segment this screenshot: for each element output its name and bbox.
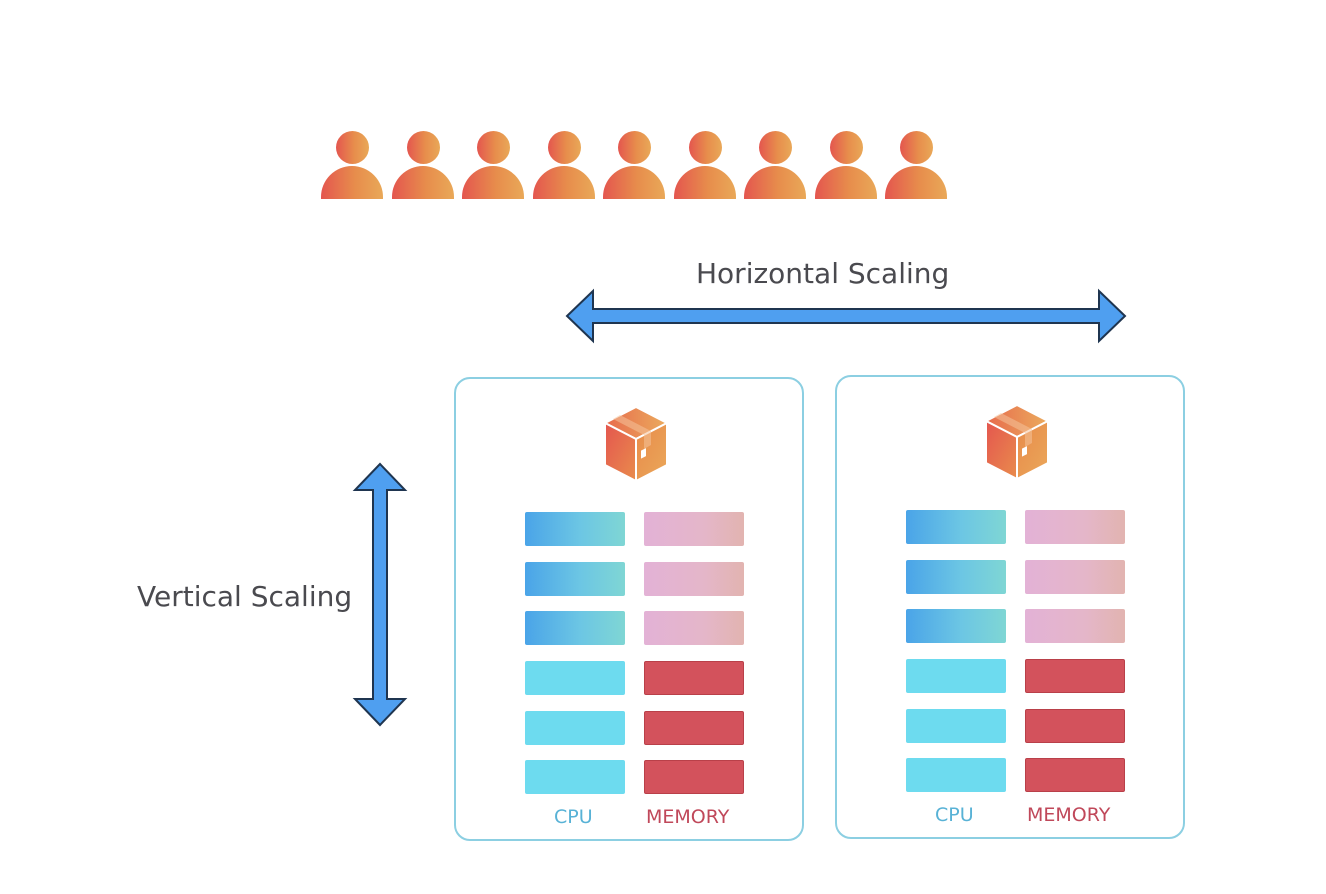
memory-block (1025, 609, 1125, 643)
person-icon (744, 131, 806, 199)
vertical-scaling-label: Vertical Scaling (137, 580, 353, 613)
cpu-block (525, 711, 625, 745)
package-icon (984, 403, 1050, 481)
horizontal-scaling-label: Horizontal Scaling (696, 257, 950, 290)
cpu-block (525, 562, 625, 596)
memory-block (644, 711, 744, 745)
memory-block (644, 611, 744, 645)
cpu-block (525, 512, 625, 546)
cpu-block (906, 609, 1006, 643)
person-icon (603, 131, 665, 199)
memory-block (1025, 758, 1125, 792)
memory-block (644, 661, 744, 695)
person-icon (885, 131, 947, 199)
container-node-2: CPU MEMORY (835, 375, 1185, 839)
person-icon (391, 131, 454, 199)
memory-label: MEMORY (1027, 804, 1111, 826)
person-icon (673, 131, 736, 199)
vertical-arrow-icon (352, 462, 408, 727)
cpu-label: CPU (554, 806, 593, 828)
cpu-label: CPU (935, 804, 974, 826)
memory-block (644, 512, 744, 546)
cpu-block (906, 659, 1006, 693)
memory-block (644, 562, 744, 596)
person-icon (814, 131, 877, 199)
memory-block (1025, 560, 1125, 594)
cpu-block (525, 661, 625, 695)
cpu-block (525, 760, 625, 794)
users-row (321, 131, 947, 199)
cpu-block (906, 709, 1006, 743)
person-icon (321, 131, 383, 199)
cpu-block (906, 510, 1006, 544)
cpu-block (906, 560, 1006, 594)
person-icon (532, 131, 595, 199)
memory-label: MEMORY (646, 806, 730, 828)
memory-block (1025, 709, 1125, 743)
person-icon (462, 131, 524, 199)
package-icon (603, 405, 669, 483)
cpu-block (906, 758, 1006, 792)
memory-block (1025, 510, 1125, 544)
horizontal-arrow-icon (565, 288, 1127, 344)
cpu-block (525, 611, 625, 645)
memory-block (644, 760, 744, 794)
container-node-1: CPU MEMORY (454, 377, 804, 841)
memory-block (1025, 659, 1125, 693)
